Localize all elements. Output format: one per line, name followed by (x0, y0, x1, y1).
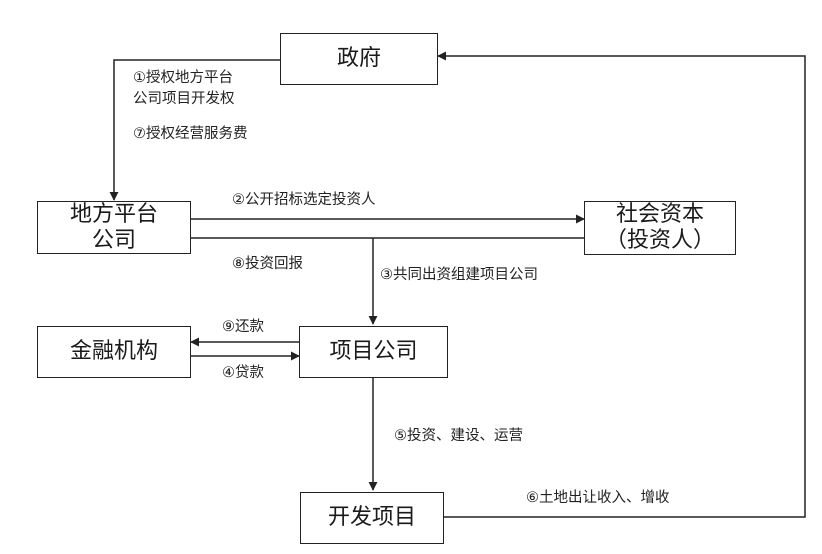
project-company-label: 项目公司 (329, 339, 418, 364)
step1-label-line-2: 公司项目开发权 (133, 91, 235, 107)
social-capital-line-1: 社会资本 (615, 202, 704, 227)
arrow-gov-to-platform (109, 59, 280, 201)
step8-label: ⑧投资回报 (232, 256, 303, 272)
social-capital-box: 社会资本 （投资人） (584, 201, 736, 255)
step9-label: ⑨还款 (222, 319, 264, 335)
development-project-box: 开发项目 (300, 492, 444, 544)
step1-label-line-1: ①授权地方平台 (133, 70, 233, 86)
step7-label: ⑦授权经营服务费 (133, 126, 248, 142)
financial-institution-box: 金融机构 (37, 326, 191, 378)
government-box-label: 政府 (336, 46, 381, 71)
step2-label: ②公开招标选定投资人 (232, 192, 376, 208)
development-project-label: 开发项目 (327, 505, 416, 530)
platform-company-line-1: 地方平台 (69, 201, 158, 227)
step3-label: ③共同出资组建项目公司 (380, 267, 538, 283)
step4-label: ④贷款 (222, 365, 264, 381)
project-company-box: 项目公司 (299, 326, 448, 378)
step6-label: ⑥土地出让收入、增收 (526, 490, 670, 506)
social-capital-line-2: （投资人） (604, 228, 715, 253)
arrow-revenue-to-gov (437, 51, 806, 518)
government-box: 政府 (280, 33, 438, 85)
platform-company-box: 地方平台 公司 (37, 201, 191, 254)
step5-label: ⑤投资、建设、运营 (394, 428, 523, 444)
step1-label: ①授权地方平台 公司项目开发权 (133, 68, 235, 110)
financial-institution-label: 金融机构 (69, 339, 158, 364)
platform-company-line-2: 公司 (91, 227, 136, 253)
